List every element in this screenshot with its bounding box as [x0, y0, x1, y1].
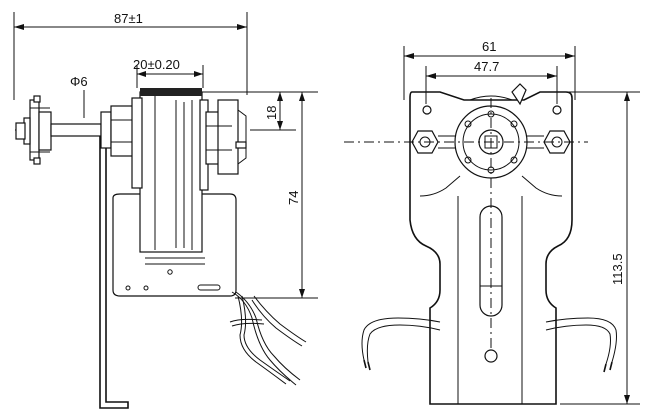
dimension-core-width: 20±0.20 — [133, 57, 204, 88]
dimension-height-front: 113.5 — [560, 91, 640, 405]
front-view: 61 47.7 113.5 — [344, 39, 640, 405]
stator-core — [131, 88, 209, 253]
motor-shaft — [50, 105, 134, 157]
label-hole-spacing: 47.7 — [474, 59, 499, 74]
lead-wires-front — [361, 317, 617, 373]
label-overall-width: 87±1 — [114, 11, 143, 26]
dimension-hole-spacing: 47.7 — [425, 59, 558, 104]
dimension-shaft-diameter: Φ6 — [70, 74, 88, 118]
dimension-bracket-width: 61 — [403, 39, 576, 100]
label-core-width: 20±0.20 — [133, 57, 180, 72]
label-height-side: 74 — [286, 191, 301, 205]
coil-assembly — [205, 99, 247, 175]
label-bracket-width: 61 — [482, 39, 496, 54]
label-top-offset: 18 — [264, 106, 279, 120]
fan-hub — [15, 95, 52, 165]
center-lines — [344, 98, 588, 350]
dimension-overall-width: 87±1 — [13, 11, 248, 100]
lead-wires-side — [229, 291, 307, 386]
dimension-heights-side: 18 74 — [200, 91, 318, 299]
label-shaft-diameter: Φ6 — [70, 74, 88, 89]
label-height-front: 113.5 — [610, 253, 625, 285]
side-view: 87±1 Φ6 20±0.20 18 74 — [13, 11, 318, 409]
